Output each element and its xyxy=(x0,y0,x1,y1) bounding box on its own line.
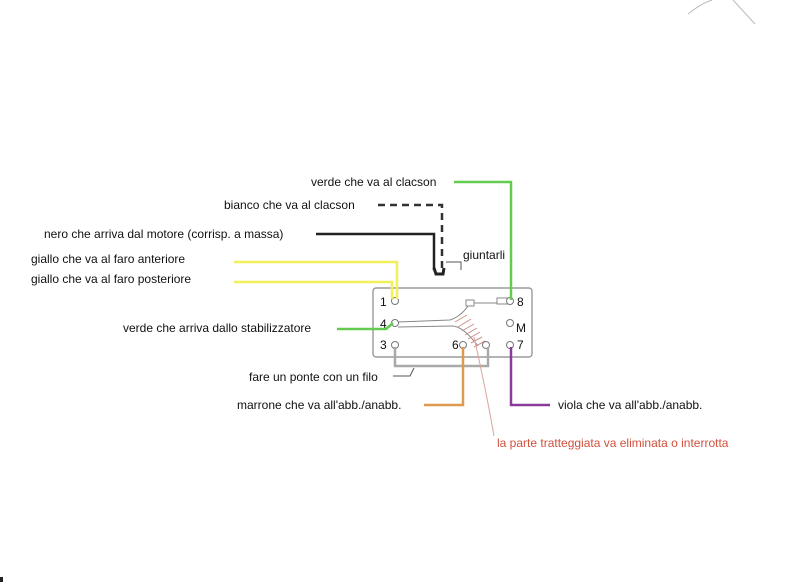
wire-green-stabilizer xyxy=(337,322,394,331)
label-join: giuntarli xyxy=(463,248,505,262)
terminal-4-label: 4 xyxy=(380,317,387,331)
label-bridge: fare un ponte con un filo xyxy=(249,370,378,384)
label-stabilizer-green: verde che arriva dallo stabilizzatore xyxy=(123,321,311,335)
wire-yellow-front xyxy=(234,260,399,299)
label-horn-green: verde che va al clacson xyxy=(311,175,436,189)
corner-arc xyxy=(687,0,756,25)
label-brown: marrone che va all'abb./anabb. xyxy=(237,398,401,412)
terminal-m-label: M xyxy=(516,321,526,335)
join-leader xyxy=(446,261,462,270)
terminal-7-label: 7 xyxy=(517,338,524,352)
terminal-hole-m xyxy=(506,319,514,327)
terminal-holes xyxy=(391,297,514,349)
switch-box xyxy=(372,287,533,358)
terminal-3-label: 3 xyxy=(380,338,387,352)
terminal-hole-1 xyxy=(391,297,399,305)
terminal-1-label: 1 xyxy=(380,295,387,309)
label-dashed-note: la parte tratteggiata va eliminata o int… xyxy=(497,436,729,450)
wire-black-joint xyxy=(432,267,446,276)
hatched-section xyxy=(454,314,486,348)
dashed-note-leader xyxy=(473,336,495,437)
terminal-hole-mid xyxy=(482,341,490,349)
wire-grey-bridge xyxy=(393,347,490,368)
terminal-8-label: 8 xyxy=(517,295,524,309)
scan-mark xyxy=(0,577,3,582)
wire-violet xyxy=(509,347,550,407)
label-rear-yellow: giallo che va al faro posteriore xyxy=(31,272,191,286)
wire-black-engine xyxy=(316,232,436,270)
wire-green-horn xyxy=(454,180,513,300)
bridge-leader xyxy=(393,367,415,377)
wire-brown xyxy=(424,347,465,407)
label-front-yellow: giallo che va al faro anteriore xyxy=(31,252,185,266)
wire-yellow-rear xyxy=(234,280,394,299)
wire-white-horn xyxy=(378,203,444,270)
terminal-6-label: 6 xyxy=(452,338,459,352)
label-horn-white: bianco che va al clacson xyxy=(224,198,355,212)
label-violet: viola che va all'abb./anabb. xyxy=(558,398,702,412)
label-engine-black: nero che arriva dal motore (corrisp. a m… xyxy=(44,227,283,241)
